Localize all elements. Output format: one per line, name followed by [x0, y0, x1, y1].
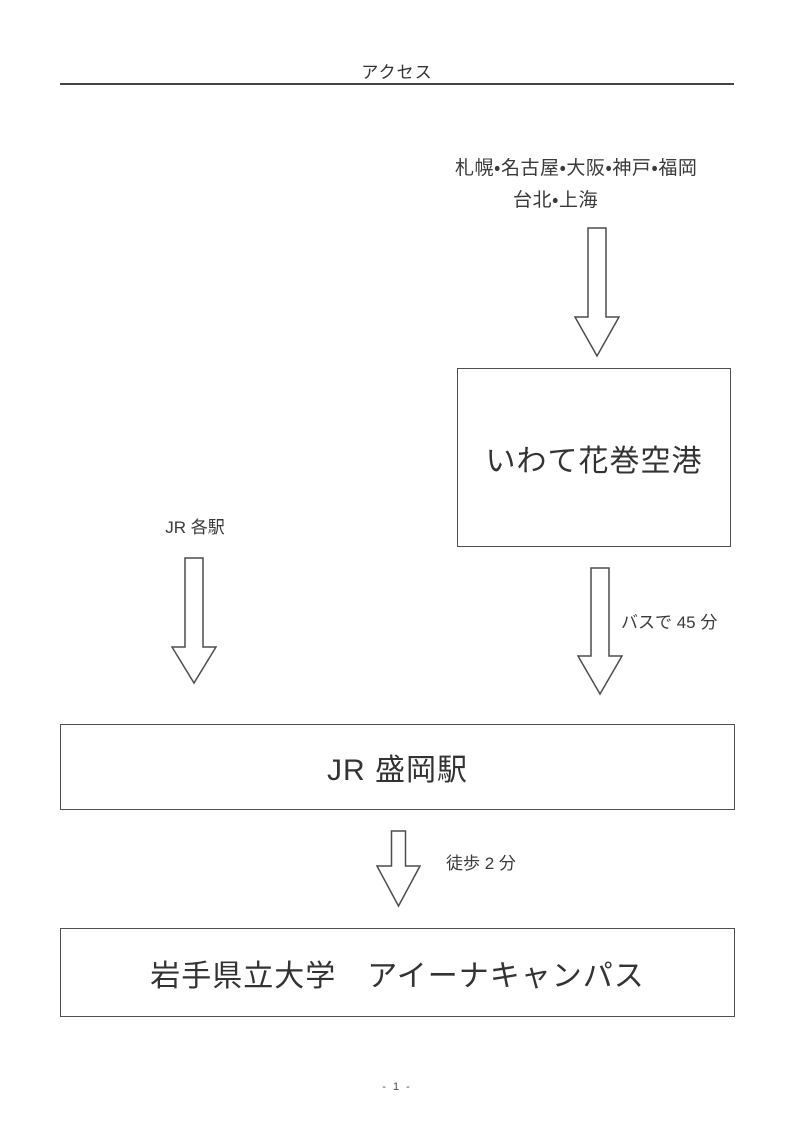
- origin-cities-domestic: 札幌・名古屋・大阪・神戸・福岡: [455, 158, 698, 179]
- label-jr-lines: JR 各駅: [165, 518, 225, 537]
- node-station: JR 盛岡駅: [60, 724, 735, 810]
- node-airport-label: いわて花巻空港: [485, 444, 703, 478]
- label-walk-time: 徒歩 2 分: [446, 854, 516, 873]
- node-airport: いわて花巻空港: [457, 368, 731, 547]
- page-title: アクセス: [361, 63, 433, 82]
- label-bus-time: バスで 45 分: [621, 613, 718, 632]
- title-underline: [60, 83, 734, 85]
- down-arrow-walk-icon: [376, 830, 421, 908]
- down-arrow-jr-icon: [171, 557, 217, 685]
- node-campus-label: 岩手県立大学 アイーナキャンパス: [150, 959, 645, 993]
- page-number: - 1 -: [382, 1081, 412, 1093]
- origin-cities-international: 台北・上海: [513, 190, 598, 211]
- down-arrow-bus-icon: [577, 567, 623, 696]
- node-campus: 岩手県立大学 アイーナキャンパス: [60, 928, 735, 1017]
- node-station-label: JR 盛岡駅: [327, 754, 468, 787]
- down-arrow-flight-icon: [574, 227, 620, 358]
